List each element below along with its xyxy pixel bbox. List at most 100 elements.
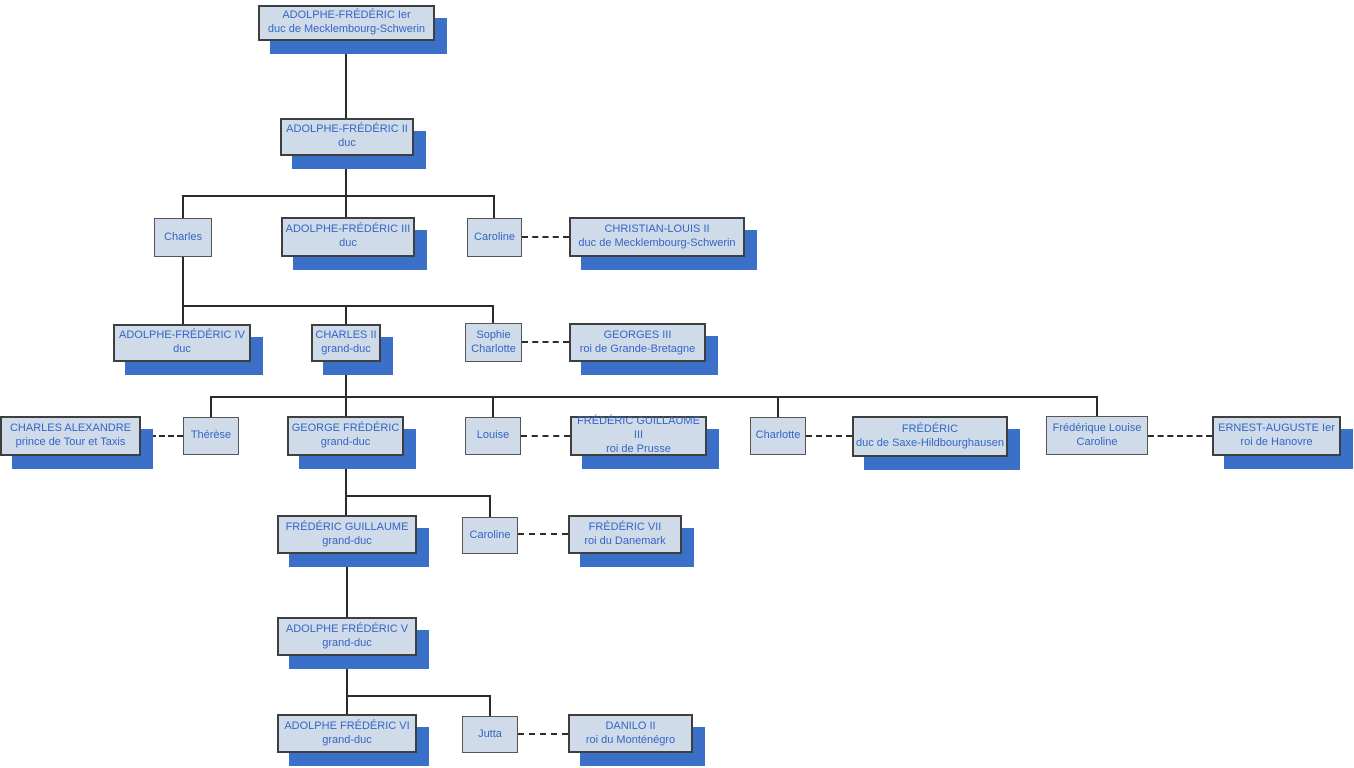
edge-gen4-rail — [182, 305, 494, 307]
person-node-therese[interactable]: Thérèse — [183, 417, 239, 455]
person-title: grand-duc — [321, 343, 371, 355]
edge-af1-af2 — [345, 41, 347, 118]
edge-drop-charles — [182, 195, 184, 218]
person-node-charlotte[interactable]: Charlotte — [750, 417, 806, 455]
person-node-caroline-1[interactable]: Caroline — [467, 218, 522, 257]
person-title: grand-duc — [322, 636, 372, 649]
marriage-frederique-ernest-auguste — [1148, 435, 1212, 437]
marriage-caroline1-christian-louis2 — [522, 236, 569, 238]
person-title: duc — [339, 237, 357, 249]
person-name: ADOLPHE FRÉDÉRIC VI — [284, 719, 410, 732]
edge-drop-af3 — [345, 195, 347, 217]
person-name: ADOLPHE-FRÉDÉRIC Ier — [282, 9, 411, 22]
edge-george-frederic-down — [345, 456, 347, 515]
person-node-frederic-guillaume[interactable]: FRÉDÉRIC GUILLAUME grand-duc — [277, 515, 417, 554]
person-name: CHRISTIAN-LOUIS II — [604, 223, 710, 236]
person-title: roi de Grande-Bretagne — [579, 342, 696, 355]
marriage-jutta-danilo2 — [518, 733, 568, 735]
person-name: Jutta — [478, 727, 502, 740]
person-node-adolphe-frederic-6[interactable]: ADOLPHE FRÉDÉRIC VI grand-duc — [277, 714, 417, 753]
person-name: Louise — [476, 429, 510, 442]
person-name: CHARLES ALEXANDRE — [9, 422, 132, 435]
person-name: ADOLPHE-FRÉDÉRIC IV — [119, 329, 245, 342]
person-node-charles-2[interactable]: CHARLES II grand-duc — [311, 324, 381, 362]
person-title: duc — [338, 137, 356, 149]
person-name: FRÉDÉRIC GUILLAUME III — [577, 415, 700, 442]
edge-drop-caroline2 — [489, 495, 491, 517]
person-name: Caroline — [474, 230, 515, 243]
edge-drop-charlotte — [777, 396, 779, 417]
marriage-caroline2-frederic7 — [518, 533, 568, 535]
person-node-charles[interactable]: Charles — [154, 218, 212, 257]
person-node-adolphe-frederic-3[interactable]: ADOLPHE-FRÉDÉRIC III duc — [281, 217, 415, 257]
person-node-adolphe-frederic-5[interactable]: ADOLPHE FRÉDÉRIC V grand-duc — [277, 617, 417, 656]
person-title: roi du Monténégro — [585, 733, 676, 746]
person-title: grand-duc — [320, 436, 371, 448]
person-node-sophie-charlotte[interactable]: Sophie Charlotte — [465, 323, 522, 362]
edge-gen8-rail — [346, 695, 491, 697]
person-node-george-frederic[interactable]: GEORGE FRÉDÉRIC grand-duc — [287, 416, 404, 456]
person-name: Caroline — [469, 528, 511, 541]
person-name: FRÉDÉRIC — [901, 422, 959, 435]
edge-charles2-down — [345, 362, 347, 396]
person-title: duc de Mecklembourg-Schwerin — [267, 23, 426, 35]
person-name: Thérèse — [190, 429, 232, 442]
edge-drop-sophie — [492, 305, 494, 323]
marriage-charles-alexandre-therese — [141, 435, 183, 437]
marriage-sophie-georges3 — [522, 341, 569, 343]
person-node-adolphe-frederic-4[interactable]: ADOLPHE-FRÉDÉRIC IV duc — [113, 324, 251, 362]
person-name: GEORGE FRÉDÉRIC — [291, 422, 400, 435]
edge-drop-caroline1 — [493, 195, 495, 218]
edge-charles-down — [182, 257, 184, 305]
person-title: duc de Saxe-Hildbourghausen — [856, 436, 1004, 449]
person-node-frederique-louise-caroline[interactable]: Frédérique Louise Caroline — [1046, 416, 1148, 455]
edge-af2-down — [345, 156, 347, 196]
edge-gen5-rail — [210, 396, 1098, 398]
person-title: grand-duc — [322, 733, 372, 746]
person-node-adolphe-frederic-1er[interactable]: ADOLPHE-FRÉDÉRIC Ier duc de Mecklembourg… — [258, 5, 435, 41]
person-node-ernest-auguste-1er[interactable]: ERNEST-AUGUSTE Ier roi de Hanovre — [1212, 416, 1341, 456]
edge-drop-george-frederic — [345, 396, 347, 416]
person-title: roi de Prusse — [606, 442, 671, 455]
person-node-frederic-saxe[interactable]: FRÉDÉRIC duc de Saxe-Hildbourghausen — [852, 416, 1008, 457]
person-node-adolphe-frederic-2[interactable]: ADOLPHE-FRÉDÉRIC II duc — [280, 118, 414, 156]
edge-af5-down — [346, 656, 348, 714]
edge-drop-af4 — [182, 305, 184, 324]
edge-gen3-rail — [182, 195, 495, 197]
person-node-charles-alexandre[interactable]: CHARLES ALEXANDRE prince de Tour et Taxi… — [0, 416, 141, 456]
person-name: Charlotte — [755, 429, 801, 442]
person-name: Sophie Charlotte — [471, 328, 516, 355]
person-name: ERNEST-AUGUSTE Ier — [1218, 422, 1335, 435]
person-name: FRÉDÉRIC GUILLAUME — [285, 520, 409, 533]
person-name: ADOLPHE-FRÉDÉRIC II — [286, 123, 408, 136]
edge-gen6-rail — [345, 495, 491, 497]
person-node-caroline-2[interactable]: Caroline — [462, 517, 518, 554]
person-name: Charles — [164, 230, 202, 243]
person-name: ADOLPHE FRÉDÉRIC V — [285, 622, 409, 635]
edge-drop-therese — [210, 396, 212, 417]
person-name: GEORGES III — [603, 328, 672, 341]
person-title: duc — [173, 343, 191, 355]
person-title: roi de Hanovre — [1240, 436, 1313, 448]
person-node-louise[interactable]: Louise — [465, 417, 521, 455]
edge-drop-louise — [492, 396, 494, 417]
person-node-christian-louis-2[interactable]: CHRISTIAN-LOUIS II duc de Mecklembourg-S… — [569, 217, 745, 257]
person-title: roi du Danemark — [584, 534, 666, 547]
person-name: DANILO II — [605, 719, 656, 732]
person-node-frederic-7[interactable]: FRÉDÉRIC VII roi du Danemark — [568, 515, 682, 554]
edge-frederic-guillaume-af5 — [346, 554, 348, 617]
person-node-georges-3[interactable]: GEORGES III roi de Grande-Bretagne — [569, 323, 706, 362]
edge-drop-charles2 — [345, 305, 347, 324]
person-node-frederic-guillaume-3[interactable]: FRÉDÉRIC GUILLAUME III roi de Prusse — [570, 415, 707, 456]
edge-drop-jutta — [489, 695, 491, 716]
person-node-jutta[interactable]: Jutta — [462, 716, 518, 753]
marriage-charlotte-frederic-saxe — [806, 435, 852, 437]
edge-drop-frederique — [1096, 396, 1098, 416]
person-title: prince de Tour et Taxis — [15, 436, 126, 448]
person-node-danilo-2[interactable]: DANILO II roi du Monténégro — [568, 714, 693, 753]
person-title: grand-duc — [322, 534, 372, 547]
person-name: Frédérique Louise Caroline — [1052, 421, 1142, 448]
person-title: duc de Mecklembourg-Schwerin — [578, 237, 736, 249]
person-name: CHARLES II — [315, 329, 377, 342]
